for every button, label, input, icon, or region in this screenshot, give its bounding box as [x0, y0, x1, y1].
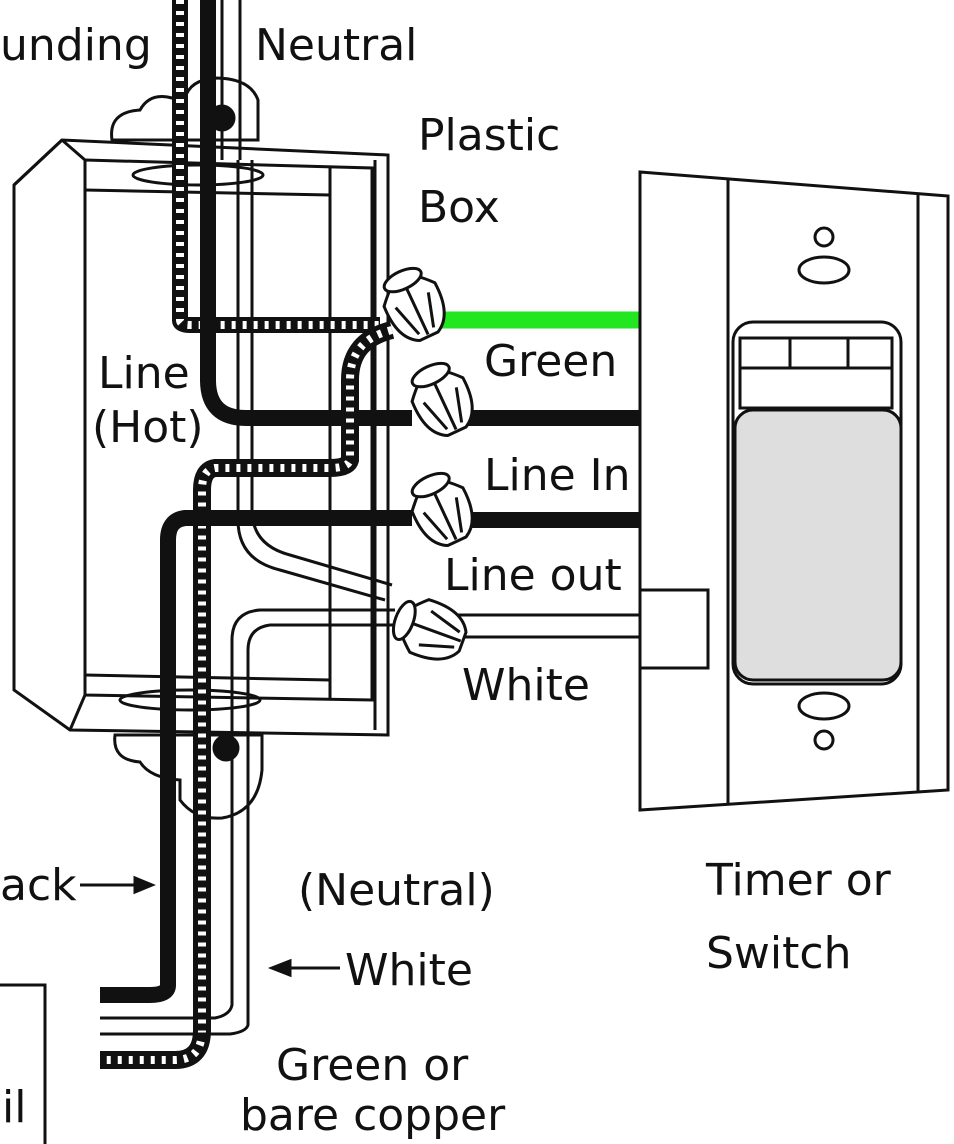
label-bare-copper: bare copper — [240, 1090, 506, 1141]
label-switch: Switch — [706, 928, 851, 979]
wire-nuts — [382, 266, 474, 661]
bottom-white-wire — [100, 608, 395, 1036]
label-box: Box — [418, 182, 500, 233]
ground-jumper — [100, 321, 395, 1069]
label-line-out: Line out — [444, 550, 622, 601]
label-cutoff: il — [2, 1082, 26, 1133]
label-green: Green — [484, 336, 617, 387]
label-hot: (Hot) — [92, 402, 204, 453]
arrows — [80, 875, 340, 978]
label-line-in: Line In — [484, 450, 631, 501]
label-white-bottom: White — [345, 945, 473, 996]
label-black: ack — [0, 860, 77, 911]
label-white-right: White — [462, 660, 590, 711]
labels: unding Neutral Plastic Box Line (Hot) Gr… — [0, 20, 892, 1141]
label-line: Line — [98, 348, 190, 399]
wire-nut-ground — [382, 266, 446, 342]
label-green-or: Green or — [276, 1040, 469, 1091]
label-neutral-top: Neutral — [255, 20, 417, 71]
label-grounding: unding — [0, 20, 152, 71]
timer-switch-device — [638, 170, 950, 812]
wire-nut-neutral — [391, 598, 468, 661]
plastic-box — [12, 76, 390, 820]
label-timer-or: Timer or — [705, 855, 892, 906]
label-neutral-bottom: (Neutral) — [298, 865, 495, 916]
label-plastic: Plastic — [418, 110, 560, 161]
switch-leads — [430, 311, 640, 639]
line-in-black-wire — [100, 510, 412, 1003]
switch-toggle — [733, 408, 903, 682]
wire-nut-line-out — [410, 471, 474, 547]
wire-nut-line-in — [410, 361, 474, 437]
cutoff-panel — [0, 983, 47, 1144]
